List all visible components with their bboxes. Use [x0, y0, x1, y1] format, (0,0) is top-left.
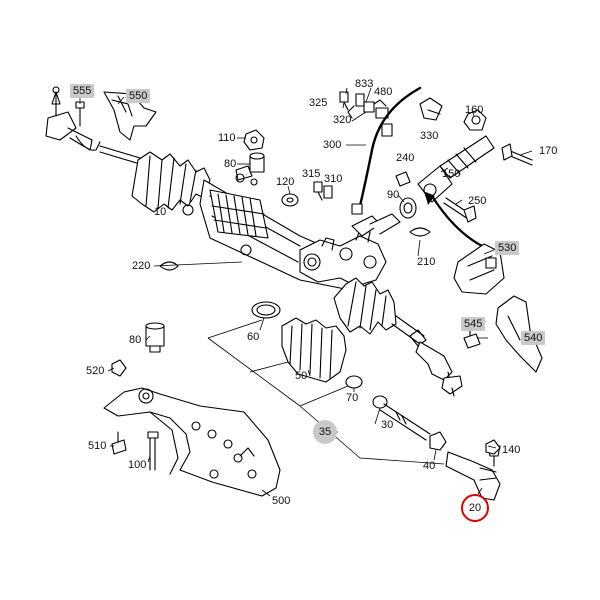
clip-220 [159, 261, 179, 271]
leader-lines [79, 87, 533, 497]
bolt-170 [501, 143, 533, 166]
part-label-160: 160 [465, 104, 484, 116]
part-label-220: 220 [132, 260, 151, 272]
bolt-250 [443, 197, 477, 223]
part-label-80-upper: 80 [224, 158, 237, 170]
washer-120 [281, 193, 299, 207]
part-label-70: 70 [346, 392, 359, 404]
part-label-30: 30 [381, 419, 394, 431]
clip-240 [395, 171, 411, 187]
bushing-80-lower [145, 322, 165, 353]
part-label-315: 315 [302, 168, 321, 180]
inner-tie-rod-30 [372, 395, 431, 441]
part-label-110: 110 [218, 132, 236, 144]
bushing-330 [419, 97, 443, 121]
part-label-50: 50 [295, 370, 308, 382]
part-label-500: 500 [272, 495, 291, 507]
part-label-210: 210 [417, 256, 436, 268]
line-300 [351, 86, 422, 215]
part-label-80-lower: 80 [129, 334, 142, 346]
part-label-90: 90 [387, 189, 400, 201]
part-label-310: 310 [324, 173, 343, 185]
part-label-320: 320 [333, 114, 352, 126]
bolt-510 [111, 431, 127, 455]
part-label-300: 300 [323, 139, 342, 151]
part-label-120: 120 [276, 176, 295, 188]
part-label-40: 40 [423, 460, 436, 472]
bolt-555 [75, 101, 85, 127]
seal-90 [399, 197, 417, 219]
part-label-550: 550 [126, 89, 151, 103]
bushing-80-upper [249, 152, 265, 173]
part-label-140: 140 [502, 444, 521, 456]
fittings-315-310 [313, 181, 333, 201]
bracket-540 [495, 295, 543, 373]
bolt-545 [463, 329, 481, 349]
right-tie-rod-end-upper [415, 341, 463, 397]
bellows-50 [281, 317, 347, 383]
nut-40 [429, 431, 447, 451]
part-label-10: 10 [154, 206, 167, 218]
part-label-330: 330 [420, 130, 439, 142]
part-label-833: 833 [355, 78, 374, 90]
part-label-480: 480 [374, 86, 393, 98]
subframe-500 [103, 387, 281, 497]
steering-rack-housing [131, 151, 427, 347]
clamp-70 [345, 375, 363, 389]
part-label-100: 100 [128, 459, 147, 471]
part-label-60: 60 [247, 331, 260, 343]
clamp-60 [251, 301, 281, 319]
clip-210 [409, 227, 431, 237]
left-tie-rod-end [45, 86, 141, 165]
part-label-520: 520 [86, 365, 105, 377]
part-label-540: 540 [521, 331, 546, 345]
column-small-parts [339, 91, 393, 137]
nut-160 [463, 109, 487, 131]
part-label-545: 545 [461, 317, 486, 331]
outer-tie-rod-end-20 [445, 445, 501, 501]
bracket-530 [453, 243, 505, 295]
nut-110 [243, 129, 265, 151]
bolt-100 [147, 431, 159, 471]
part-label-510: 510 [88, 440, 107, 452]
highlighted-part-label-20[interactable]: 20 [461, 494, 489, 522]
part-label-530: 530 [495, 241, 520, 255]
nut-520 [111, 359, 127, 377]
part-label-170: 170 [539, 145, 558, 157]
part-label-250: 250 [468, 195, 487, 207]
kit-label-35: 35 [313, 420, 337, 444]
part-label-555: 555 [70, 84, 95, 98]
part-label-325: 325 [309, 97, 328, 109]
part-label-150: 150 [442, 168, 461, 180]
part-label-240: 240 [396, 152, 415, 164]
